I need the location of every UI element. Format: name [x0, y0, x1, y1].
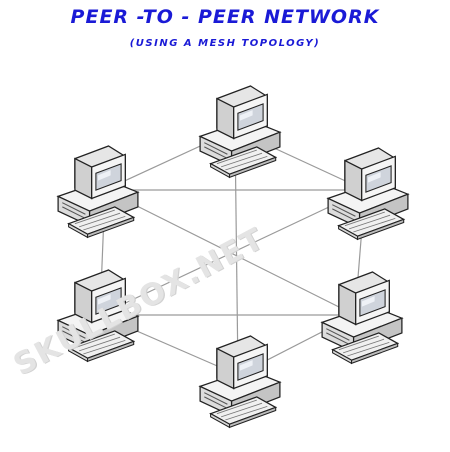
diagram-subtitle: (USING A MESH TOPOLOGY)	[129, 38, 321, 49]
computer-icon	[199, 335, 281, 428]
diagram-title: PEER -TO - PEER NETWORK	[70, 6, 380, 28]
computer-icon	[321, 271, 403, 364]
computer-icon	[199, 85, 281, 178]
computer-icon	[57, 145, 139, 238]
computer-icon	[327, 147, 409, 240]
link-upper-left-lower-right	[104, 189, 356, 316]
link-upper-right-lower-left	[99, 189, 366, 316]
